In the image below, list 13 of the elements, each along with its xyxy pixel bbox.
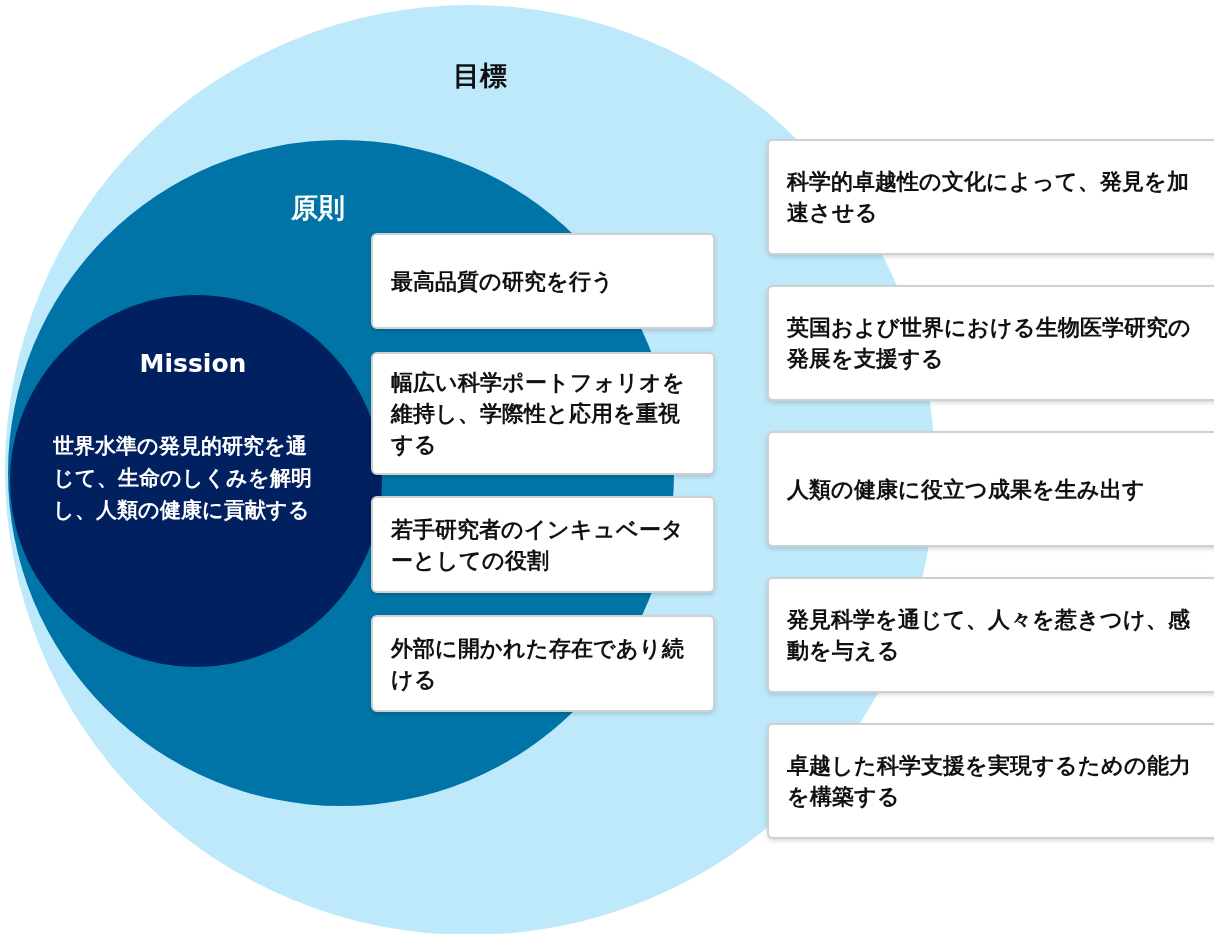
goal-box: 人類の健康に役立つ成果を生み出す xyxy=(767,431,1214,547)
circle-heading: 目標 xyxy=(452,60,508,92)
principle-box: 若手研究者のインキュベーターとしての役割 xyxy=(371,496,715,593)
goal-box: 発見科学を通じて、人々を惹きつけ、感動を与える xyxy=(767,577,1214,693)
circle-heading: 原則 xyxy=(290,192,346,224)
principle-box: 最高品質の研究を行う xyxy=(371,233,715,329)
circle-heading: Mission xyxy=(138,348,248,380)
goal-box: 卓越した科学支援を実現するための能力を構築する xyxy=(767,723,1214,839)
mission-text: 世界水準の発見的研究を通じて、生命のしくみを解明し、人類の健康に貢献する xyxy=(53,433,313,524)
principle-box: 幅広い科学ポートフォリオを維持し、学際性と応用を重視する xyxy=(371,352,715,475)
goal-box: 科学的卓越性の文化によって、発見を加速させる xyxy=(767,139,1214,255)
goal-box: 英国および世界における生物医学研究の発展を支援する xyxy=(767,285,1214,401)
principle-box: 外部に開かれた存在であり続ける xyxy=(371,615,715,712)
